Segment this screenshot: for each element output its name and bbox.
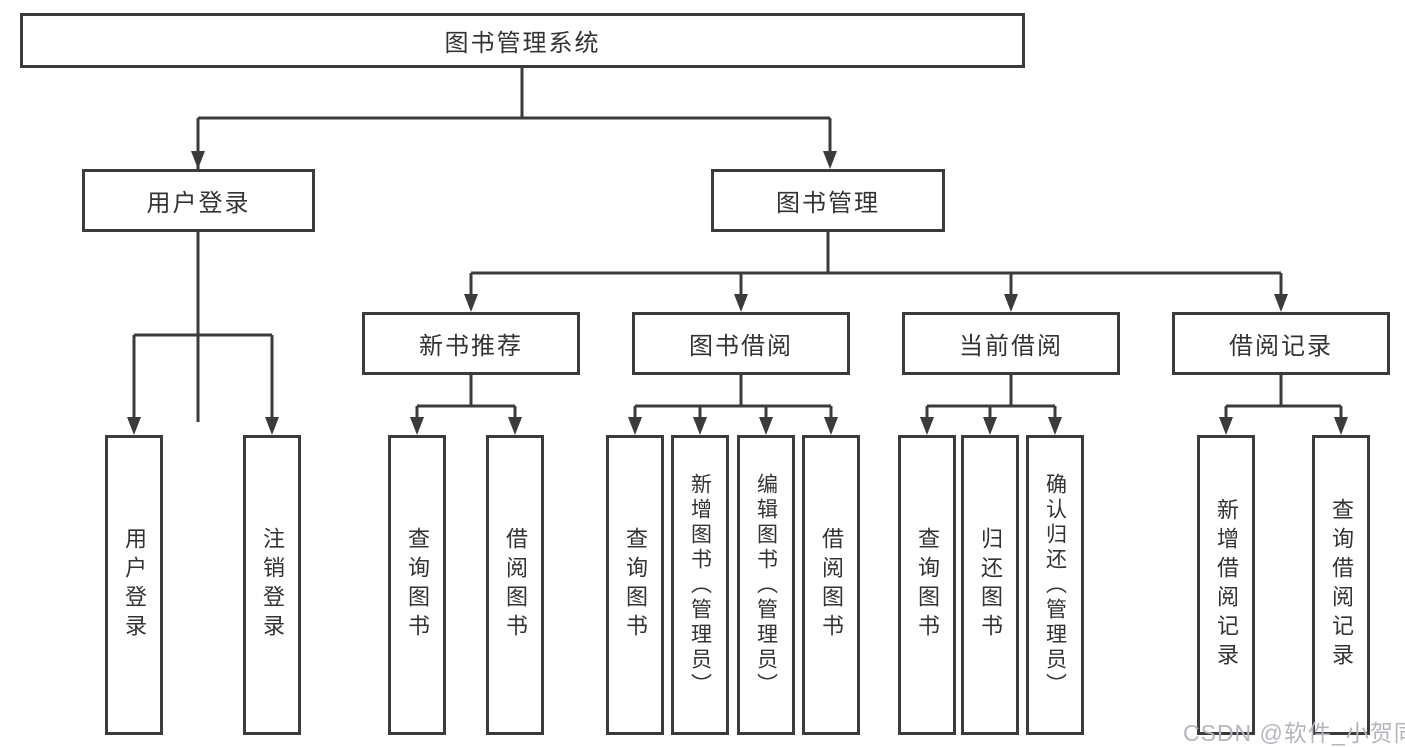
arrow-down-icon <box>1048 417 1062 435</box>
arrow-down-icon <box>1219 417 1233 435</box>
leaf-add-books-admin: 新增图书（管理员） <box>671 435 729 735</box>
leaf-edit-books-admin: 编辑图书（管理员） <box>737 435 795 735</box>
leaf-borrow-books: 借阅图书 <box>802 435 860 735</box>
arrow-down-icon <box>1334 417 1348 435</box>
arrow-down-icon <box>734 294 748 312</box>
csdn-watermark: CSDN @软件_小贺同学 <box>1183 720 1405 746</box>
node-library-management-system: 图书管理系统 <box>20 13 1025 68</box>
arrow-down-icon <box>464 294 478 312</box>
leaf-query-borrow-record: 查询借阅记录 <box>1312 435 1370 735</box>
arrow-down-icon <box>127 417 141 435</box>
connector-current-to-leaves <box>925 375 1057 421</box>
node-current-borrowing: 当前借阅 <box>902 312 1120 375</box>
leaf-query-books-borrow: 查询图书 <box>606 435 664 735</box>
leaf-return-books: 归还图书 <box>961 435 1019 735</box>
arrow-down-icon <box>693 417 707 435</box>
arrow-down-icon <box>628 417 642 435</box>
arrow-down-icon <box>920 417 934 435</box>
connector-root-to-level2 <box>196 68 832 422</box>
leaf-borrow-books-newbook: 借阅图书 <box>486 435 544 735</box>
leaf-query-books-newbook: 查询图书 <box>388 435 446 735</box>
arrow-down-icon <box>1274 294 1288 312</box>
node-book-management: 图书管理 <box>711 169 945 232</box>
connector-userlogin-to-leaves <box>132 232 274 421</box>
arrow-down-icon <box>759 417 773 435</box>
leaf-confirm-return-admin: 确认归还（管理员） <box>1026 435 1084 735</box>
node-new-book-recommendation: 新书推荐 <box>362 312 580 375</box>
arrow-down-icon <box>1004 294 1018 312</box>
connector-bookmgmt-to-level3 <box>469 232 1283 298</box>
arrow-down-icon <box>823 151 837 169</box>
connector-borrow-to-leaves <box>633 375 833 421</box>
node-borrowing-records: 借阅记录 <box>1172 312 1390 375</box>
arrow-down-icon <box>191 151 205 169</box>
leaf-user-login: 用户登录 <box>105 435 163 735</box>
arrow-down-icon <box>983 417 997 435</box>
connector-newbook-to-leaves <box>415 375 517 421</box>
leaf-logout: 注销登录 <box>243 435 301 735</box>
arrow-down-icon <box>824 417 838 435</box>
leaf-add-borrow-record: 新增借阅记录 <box>1197 435 1255 735</box>
arrow-down-icon <box>508 417 522 435</box>
leaf-query-books-current: 查询图书 <box>898 435 956 735</box>
arrow-down-icon <box>265 417 279 435</box>
node-user-login: 用户登录 <box>82 169 315 232</box>
connector-records-to-leaves <box>1224 375 1343 421</box>
node-book-borrowing: 图书借阅 <box>632 312 850 375</box>
arrow-down-icon <box>410 417 424 435</box>
